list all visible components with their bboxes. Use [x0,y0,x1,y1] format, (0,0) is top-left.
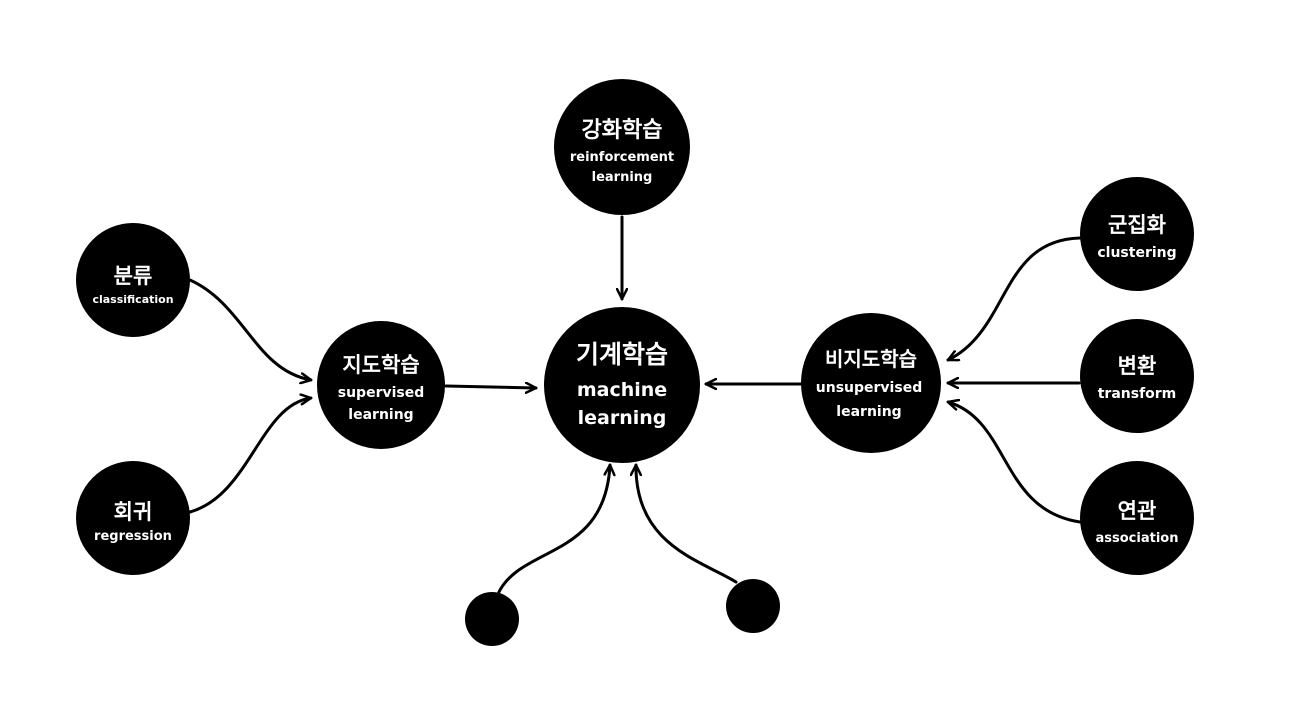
node-label-en-line1: reinforcement [570,150,674,165]
node-machine-learning: 기계학습 machine learning [544,307,700,463]
node-transform: 변환 transform [1080,319,1194,433]
node-label-ko: 군집화 [1108,213,1167,237]
node-regression: 회귀 regression [76,461,190,575]
node-clustering: 군집화 clustering [1080,177,1194,291]
node-label-en-line1: unsupervised [816,380,922,396]
node-label-en-line1: supervised [338,385,425,401]
edge-unnamed-right-to-center [636,463,738,584]
node-circle [801,313,941,453]
node-label-en-line2: learning [578,407,667,429]
node-circle [554,79,690,215]
node-label-en: regression [94,529,172,544]
node-label-en-line1: machine [577,379,667,401]
node-label-en: clustering [1097,245,1176,261]
node-label-en-line2: learning [836,404,901,420]
node-label-ko: 회귀 [114,500,153,524]
node-supervised-learning: 지도학습 supervised learning [317,321,445,449]
node-label-ko: 기계학습 [576,340,668,369]
edge-supervised-to-center [444,386,538,388]
edge-regression-to-supervised [188,398,313,514]
edge-classification-to-supervised [188,278,313,380]
edge-association-to-unsupervised [946,402,1082,524]
node-label-ko: 분류 [114,264,153,288]
node-label-en: association [1096,531,1179,546]
node-label-en-line2: learning [348,407,413,423]
node-label-en-line2: learning [592,170,653,185]
edge-clustering-to-unsupervised [946,236,1082,362]
node-classification: 분류 classification [76,223,190,337]
node-label-ko: 비지도학습 [825,347,917,371]
node-label-ko: 연관 [1118,499,1157,523]
node-label-en: transform [1098,386,1177,402]
node-unlabeled-right [726,579,780,633]
node-circle [544,307,700,463]
node-label-en: classification [92,293,173,306]
node-circle [1080,319,1194,433]
node-label-ko: 강화학습 [582,118,663,143]
edge-unnamed-left-to-center [496,463,610,596]
node-circle [1080,461,1194,575]
node-association: 연관 association [1080,461,1194,575]
node-unsupervised-learning: 비지도학습 unsupervised learning [801,313,941,453]
node-label-ko: 변환 [1118,354,1157,378]
node-circle [76,223,190,337]
node-reinforcement-learning: 강화학습 reinforcement learning [554,79,690,215]
node-circle [76,461,190,575]
node-circle [1080,177,1194,291]
node-unlabeled-left [465,592,519,646]
node-label-ko: 지도학습 [342,353,419,377]
node-circle [317,321,445,449]
